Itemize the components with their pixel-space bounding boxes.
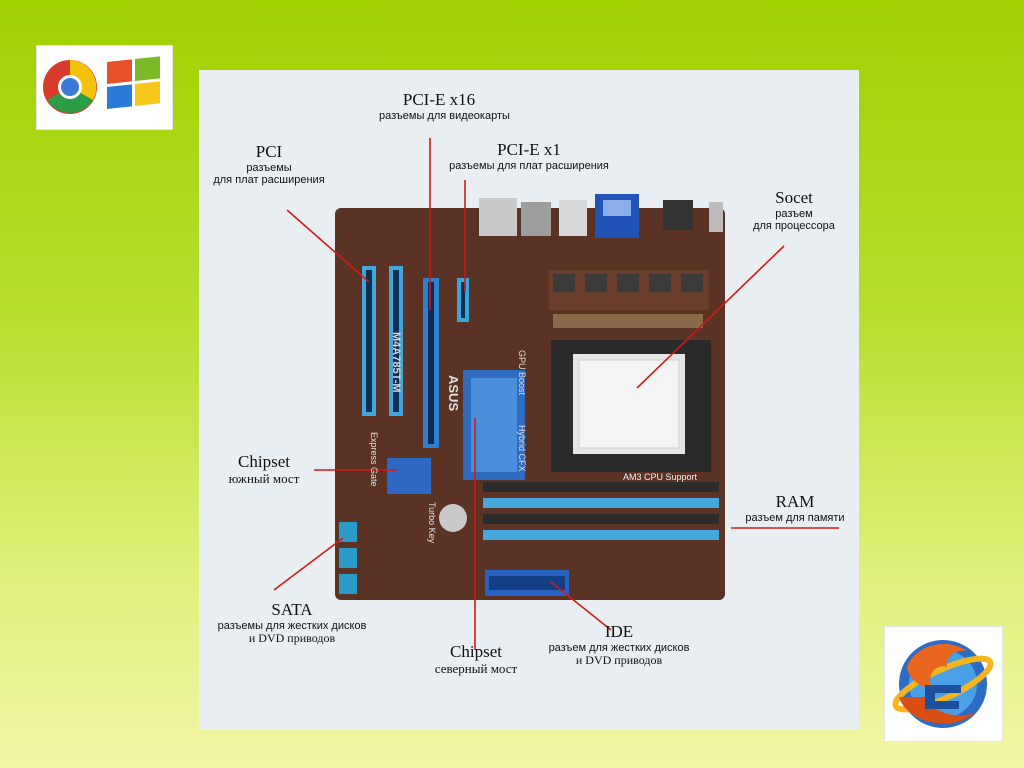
label-socket-sub1: разъем bbox=[775, 207, 813, 220]
northbridge-heatsink bbox=[463, 370, 525, 480]
line-socket bbox=[636, 245, 785, 389]
label-sata: SATA разъемы для жестких дисков и DVD пр… bbox=[217, 600, 367, 646]
pcie-x16-slot bbox=[423, 278, 439, 448]
label-pcie1-title: PCI-E x1 bbox=[497, 140, 561, 159]
label-sata-title: SATA bbox=[271, 600, 313, 619]
board-brand-text: ASUS bbox=[446, 375, 461, 412]
windows-icon bbox=[107, 56, 160, 109]
board-am3-text: AM3 CPU Support bbox=[623, 472, 698, 482]
label-ide-sub2: и DVD приводов bbox=[575, 653, 663, 668]
label-pcie16-title: PCI-E x16 bbox=[402, 90, 476, 109]
label-pci-sub1: разъемы bbox=[246, 161, 292, 174]
ide-connector bbox=[485, 570, 569, 596]
label-chipset-south-sub: южный мост bbox=[228, 470, 300, 486]
line-sata bbox=[273, 537, 344, 591]
label-ram-sub: разъем для памяти bbox=[745, 511, 845, 524]
leader-lines bbox=[273, 138, 839, 650]
board-turbo-text: Turbo Key bbox=[427, 502, 437, 544]
firefox-icon bbox=[892, 640, 994, 728]
label-pci: PCI разъемы для плат расширения bbox=[209, 142, 329, 187]
label-ram-title: RAM bbox=[775, 492, 815, 511]
pcie-x1-slot bbox=[457, 278, 469, 322]
label-chipset-north-title: Chipset bbox=[450, 642, 502, 661]
label-ram: RAM разъем для памяти bbox=[733, 492, 857, 524]
board-model-text: M4A785T-M bbox=[390, 332, 402, 393]
board-express-text: Express Gate bbox=[369, 432, 379, 487]
motherboard-diagram: PCI-E x16 разъемы для видеокарты PCI раз… bbox=[199, 70, 859, 730]
motherboard bbox=[335, 194, 725, 600]
pci-slots bbox=[362, 266, 403, 416]
label-ide-sub1: разъем для жестких дисков bbox=[548, 641, 690, 654]
label-pci-sub2: для плат расширения bbox=[213, 174, 325, 187]
vrm-area bbox=[549, 270, 709, 328]
line-ide bbox=[550, 581, 612, 631]
label-sata-sub2: и DVD приводов bbox=[248, 631, 336, 646]
board-hybrid-text: Hybrid CFX bbox=[517, 425, 527, 472]
label-socket-title: Socet bbox=[775, 188, 813, 207]
label-pcie1-sub: разъемы для плат расширения bbox=[449, 159, 609, 172]
ram-slots bbox=[483, 482, 719, 540]
firefox-ie-logo bbox=[884, 626, 1003, 742]
label-pci-title: PCI bbox=[255, 142, 283, 161]
label-chipset-north-sub: северный мост bbox=[434, 660, 518, 676]
label-ide: IDE разъем для жестких дисков и DVD прив… bbox=[544, 622, 694, 668]
label-socket-sub2: для процессора bbox=[753, 220, 835, 233]
sata-ports bbox=[339, 522, 357, 594]
label-chipset-south: Chipset южный мост bbox=[209, 452, 319, 486]
label-ide-title: IDE bbox=[604, 622, 634, 641]
label-socket: Socet разъем для процессора bbox=[739, 188, 849, 233]
label-pcie1: PCI-E x1 разъемы для плат расширения bbox=[439, 140, 619, 172]
label-chipset-south-title: Chipset bbox=[238, 452, 290, 471]
board-gpu-boost-text: GPU Boost bbox=[517, 350, 527, 396]
southbridge-heatsink bbox=[387, 458, 431, 494]
label-pcie16: PCI-E x16 разъемы для видеокарты bbox=[379, 90, 510, 122]
cpu-socket bbox=[551, 340, 711, 472]
line-pci bbox=[286, 209, 370, 283]
browser-os-logos bbox=[36, 45, 173, 130]
label-sata-sub1: разъемы для жестких дисков bbox=[217, 619, 367, 632]
label-chipset-north: Chipset северный мост bbox=[411, 642, 541, 676]
chrome-icon bbox=[43, 60, 97, 114]
label-pcie16-sub: разъемы для видеокарты bbox=[379, 109, 510, 122]
cmos-battery bbox=[439, 504, 467, 532]
